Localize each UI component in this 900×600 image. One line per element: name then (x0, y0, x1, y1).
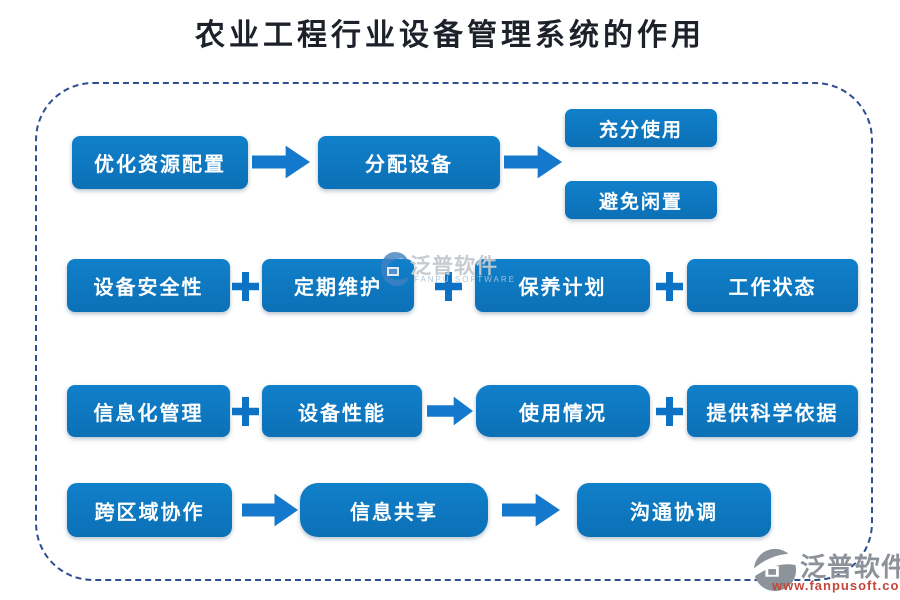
node-usage-situation: 使用情况 (476, 385, 650, 437)
logo-url: www.fanpusoft.com (772, 578, 900, 593)
watermark-brand: 泛普软件 (410, 253, 498, 278)
node-working-status: 工作状态 (687, 259, 858, 312)
node-maintenance-plan: 保养计划 (475, 259, 650, 312)
fanpu-swoosh-icon (381, 252, 409, 286)
page-title: 农业工程行业设备管理系统的作用 (195, 18, 705, 53)
fanpu-logo-icon (752, 548, 798, 592)
node-avoid-idle: 避免闲置 (565, 181, 717, 219)
node-full-use: 充分使用 (565, 109, 717, 147)
node-optimize-resources: 优化资源配置 (72, 136, 248, 189)
node-cross-region-collaboration: 跨区域协作 (67, 483, 232, 537)
fanpu-logo: 泛普软件 www.fanpusoft.com (750, 545, 900, 597)
node-allocate-equipment: 分配设备 (318, 136, 500, 189)
center-watermark: 泛普软件 FANPU SOFTWARE (380, 249, 514, 289)
node-scientific-basis: 提供科学依据 (687, 385, 858, 437)
dashed-frame (35, 82, 873, 581)
node-information-sharing: 信息共享 (300, 483, 488, 537)
node-equipment-performance: 设备性能 (262, 385, 422, 437)
watermark-brand-en: FANPU SOFTWARE (414, 275, 516, 284)
node-equipment-safety: 设备安全性 (67, 259, 230, 312)
logo-brand: 泛普软件 (800, 553, 900, 583)
node-communication-coordination: 沟通协调 (577, 483, 771, 537)
node-informatized-management: 信息化管理 (67, 385, 230, 437)
